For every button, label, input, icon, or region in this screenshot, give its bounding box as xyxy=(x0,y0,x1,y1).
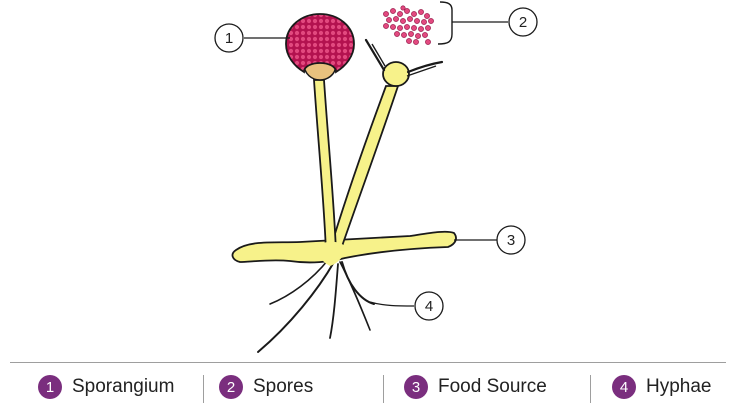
legend-item-sporangium: 1 Sporangium xyxy=(38,372,174,402)
burst-apex xyxy=(382,61,410,87)
leader-lines xyxy=(244,21,508,307)
spores-bracket xyxy=(437,1,453,45)
legend-item-spores: 2 Spores xyxy=(219,372,313,402)
callout-2: 2 xyxy=(508,7,538,37)
legend-separator xyxy=(203,375,204,403)
sporangium xyxy=(285,13,355,74)
sporangiophore xyxy=(313,79,337,253)
legend-item-hyphae: 4 Hyphae xyxy=(612,372,712,402)
callout-4: 4 xyxy=(414,291,444,321)
legend-divider xyxy=(10,362,726,363)
legend-badge-1: 1 xyxy=(38,375,62,399)
callout-1: 1 xyxy=(214,23,244,53)
rhizoids xyxy=(257,259,375,353)
legend-badge-4: 4 xyxy=(612,375,636,399)
legend-label-hyphae: Hyphae xyxy=(646,376,712,397)
callout-4-number: 4 xyxy=(425,298,433,315)
callout-3: 3 xyxy=(496,225,526,255)
callout-1-number: 1 xyxy=(225,30,233,47)
legend-item-food-source: 3 Food Source xyxy=(404,372,547,402)
legend-label-sporangium: Sporangium xyxy=(72,376,175,397)
legend-label-food-source: Food Source xyxy=(438,376,547,397)
legend-badge-3: 3 xyxy=(404,375,428,399)
legend-separator xyxy=(383,375,384,403)
legend-label-spores: Spores xyxy=(253,376,314,397)
callout-3-number: 3 xyxy=(507,232,515,249)
spores-cluster xyxy=(383,5,434,45)
legend-badge-2: 2 xyxy=(219,375,243,399)
legend-separator xyxy=(590,375,591,403)
empty-sporangiophore xyxy=(328,85,400,254)
callout-2-number: 2 xyxy=(519,14,527,31)
